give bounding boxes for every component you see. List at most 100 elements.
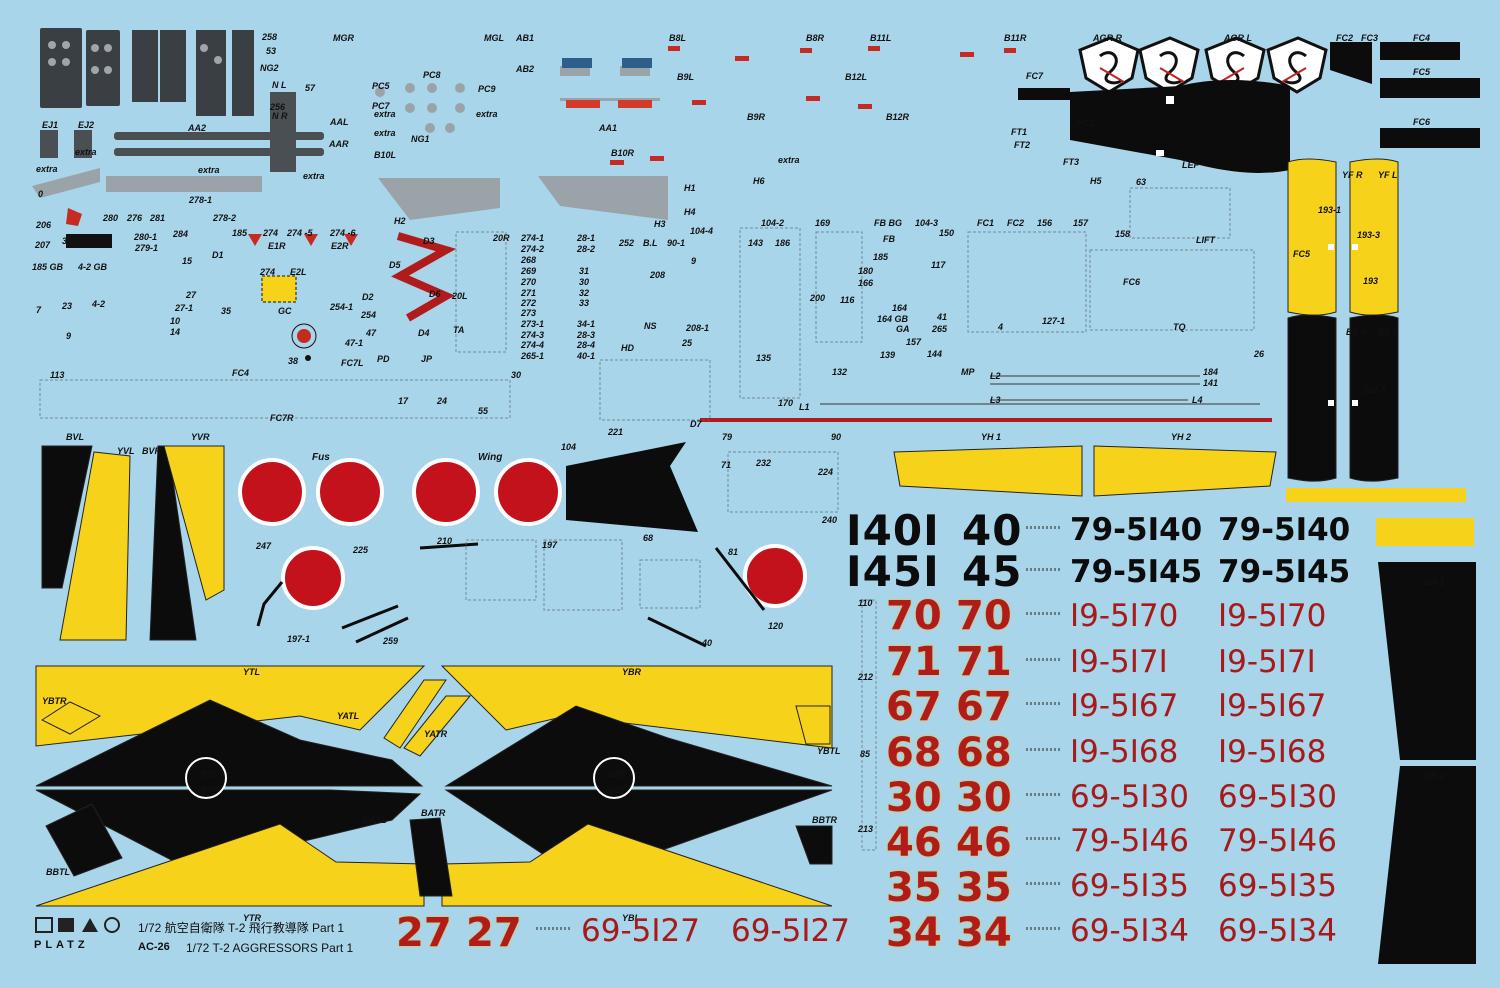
stencil-strip [1026, 526, 1062, 529]
part-label: BATL [363, 815, 387, 825]
serial-red: I9-5I68 [1218, 734, 1327, 770]
modex-red: 35 [886, 865, 942, 911]
part-label: 274-3 [521, 330, 545, 340]
part-label: 197 [542, 540, 558, 550]
part-label: 32 [579, 288, 590, 298]
part-label: FB BG [874, 218, 902, 228]
part-label: 57 [305, 83, 316, 93]
part-label: extra [778, 155, 800, 165]
part-label: PC7 [372, 101, 390, 111]
yh-panels [893, 445, 1277, 497]
part-label: PC9 [478, 84, 496, 94]
serial-black: 79-5I40 [1218, 512, 1351, 548]
part-label: B8R [806, 33, 825, 43]
panel-outlines [39, 187, 1255, 851]
part-label: NG2 [260, 63, 279, 73]
fuselage-panels-black [1018, 42, 1480, 173]
part-label: B10R [611, 148, 635, 158]
part-label: 281 [150, 213, 166, 223]
part-label: extra [374, 128, 396, 138]
part-label: BVR [142, 446, 162, 456]
part-label: YBR [622, 667, 642, 677]
part-label: 40-1 [577, 351, 596, 361]
modex-red: 67 [886, 684, 942, 730]
modex-red: 68 [956, 730, 1012, 776]
part-label: 150 [939, 228, 955, 238]
part-label: 271 [521, 288, 537, 298]
serial-red: 69-5I34 [1218, 913, 1337, 949]
part-label: 71 [721, 460, 732, 470]
part-label: extra [198, 165, 220, 175]
stencil-strip [1026, 612, 1062, 615]
part-label: 28-3 [577, 330, 596, 340]
part-label: 85 [860, 749, 871, 759]
part-label: 127-1 [1042, 316, 1066, 326]
bh-stripes [1378, 562, 1476, 964]
part-label: FC2 [1336, 33, 1354, 43]
red-chevron [391, 232, 457, 322]
part-label: 185 [873, 252, 889, 262]
part-label: 210 [437, 536, 453, 546]
part-label: FC5 [1413, 67, 1431, 77]
part-label: H5 [1090, 176, 1102, 186]
part-label: BBL [608, 785, 627, 795]
part-label: 139 [880, 350, 896, 360]
part-label: BF L [1378, 327, 1398, 337]
modex-red: 46 [886, 820, 942, 866]
part-label: HD [621, 343, 634, 353]
part-label: 274 [260, 267, 276, 277]
part-label: 53 [266, 46, 277, 56]
part-label: B11R [1004, 33, 1027, 43]
stencil-strip [1026, 568, 1062, 571]
part-label: 27-1 [175, 303, 194, 313]
part-label: 117 [931, 260, 946, 270]
part-label: TA [453, 325, 465, 335]
part-label: 225 [353, 545, 369, 555]
part-label: 208-1 [686, 323, 710, 333]
part-label: FB [883, 234, 895, 244]
part-label: B8L [669, 33, 687, 43]
part-label: B12R [886, 112, 910, 122]
part-label: L4 [1192, 395, 1203, 405]
part-label: 104-3 [915, 218, 939, 228]
part-label: FC4 [1413, 33, 1431, 43]
part-label: 41 [937, 312, 948, 322]
part-label: 180 [858, 266, 874, 276]
part-label: 28-4 [577, 340, 596, 350]
part-label: D7 [690, 419, 702, 429]
part-label: extra [303, 171, 325, 181]
part-label: YBTL [817, 746, 841, 756]
part-label: 274-1 [521, 233, 545, 243]
part-label: LIFT [1196, 235, 1215, 245]
part-label: YH 2 [1171, 432, 1192, 442]
part-label: 273 [521, 308, 537, 318]
part-label: 278-1 [189, 195, 213, 205]
stencil-strip [536, 927, 572, 930]
serial-red: 69-5I35 [1218, 868, 1337, 904]
part-label: extra [374, 109, 396, 119]
part-label: YF R [1342, 170, 1363, 180]
part-label: MGL [484, 33, 504, 43]
part-label: 30 [511, 370, 522, 380]
fin-panels-black [1287, 314, 1399, 482]
part-label: 184 [1203, 367, 1219, 377]
part-label: 265-1 [521, 351, 545, 361]
modex-red: 71 [886, 639, 942, 685]
part-label: 47 [366, 328, 377, 338]
part-label: PC5 [372, 81, 390, 91]
tail-panels-left [41, 445, 225, 641]
modex-red: 70 [886, 593, 942, 639]
part-label: 68 [643, 533, 654, 543]
serial-red: 79-5I46 [1218, 823, 1337, 859]
stencil-strip [1026, 702, 1062, 705]
part-label: FC2 [1007, 218, 1025, 228]
part-label: 185 GB [32, 262, 64, 272]
part-label: 110 [858, 598, 873, 608]
part-label: B12L [845, 72, 868, 82]
part-label: 143 [748, 238, 764, 248]
part-label: B9L [677, 72, 695, 82]
modex-black: 45 [962, 547, 1023, 596]
part-label: YBTR [42, 696, 67, 706]
part-label: 166 [858, 278, 874, 288]
